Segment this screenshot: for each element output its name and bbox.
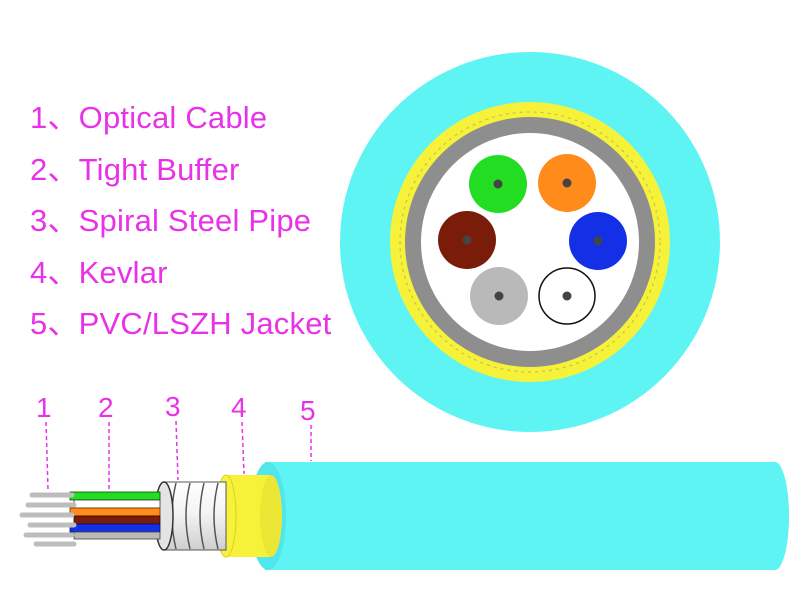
legend-item-optical-cable: 1、Optical Cable bbox=[30, 100, 268, 135]
callout-5: 5 bbox=[300, 395, 316, 426]
callout-1: 1 bbox=[36, 392, 52, 423]
legend-item-jacket: 5、PVC/LSZH Jacket bbox=[30, 306, 332, 341]
side-view-steel-pipe bbox=[154, 481, 227, 551]
side-view-optical-fibers bbox=[19, 492, 77, 547]
leader-line-1 bbox=[45, 421, 49, 491]
brown-fiber-icon bbox=[438, 211, 496, 269]
callout-2: 2 bbox=[98, 392, 114, 423]
side-view-jacket bbox=[250, 462, 789, 570]
callouts: 1 2 3 4 5 bbox=[36, 391, 316, 491]
callout-3: 3 bbox=[165, 391, 181, 422]
leader-line-3 bbox=[175, 420, 179, 481]
side-view-tight-buffers bbox=[69, 491, 161, 540]
gray-fiber-icon bbox=[470, 267, 528, 325]
cable-side-view bbox=[19, 462, 789, 570]
component-legend: 1、Optical Cable 2、Tight Buffer 3、Spiral … bbox=[30, 92, 331, 350]
orange-fiber-icon bbox=[538, 154, 596, 212]
green-fiber-icon bbox=[469, 155, 527, 213]
cable-cross-section bbox=[340, 52, 720, 432]
white-fiber-icon bbox=[538, 267, 596, 325]
blue-fiber-icon bbox=[569, 212, 627, 270]
callout-4: 4 bbox=[231, 392, 247, 423]
legend-item-tight-buffer: 2、Tight Buffer bbox=[30, 151, 240, 187]
legend-item-spiral-steel-pipe: 3、Spiral Steel Pipe bbox=[30, 203, 312, 238]
legend-item-kevlar: 4、Kevlar bbox=[30, 254, 168, 290]
leader-line-4 bbox=[241, 421, 245, 475]
